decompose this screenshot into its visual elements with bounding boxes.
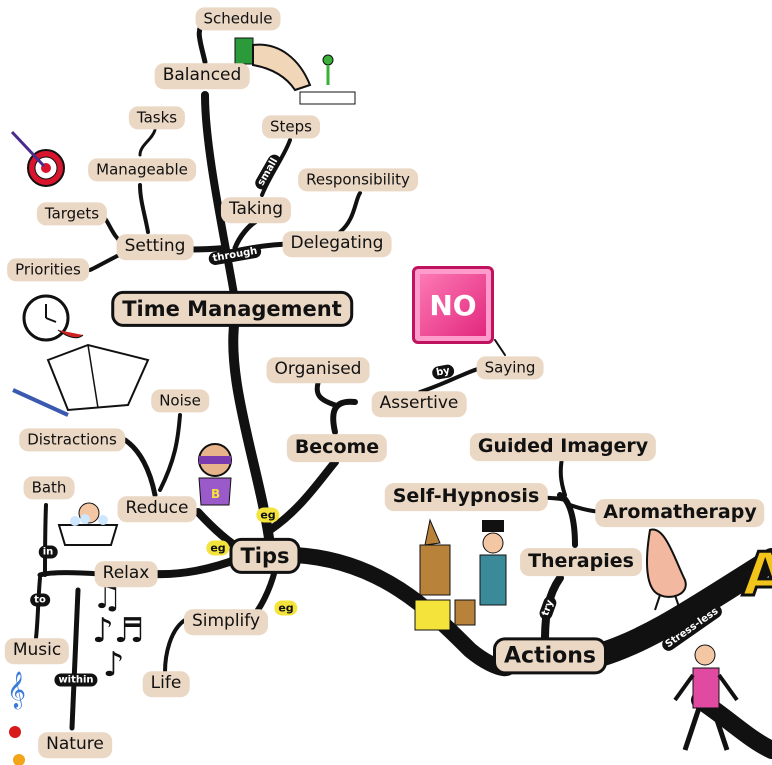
svg-text:B: B [211,487,220,501]
node-self-hypnosis: Self-Hypnosis [384,483,548,511]
node-simplify: Simplify [183,609,269,635]
node-schedule: Schedule [195,7,281,31]
branch-manageable-tasks [138,128,157,157]
connector-in: in [38,545,58,559]
bathtub-icon [57,502,119,546]
hand-pushing-icon [234,37,356,105]
exercising-person-icon [673,644,739,751]
node-actions: Actions [493,637,607,675]
clock-book-icon [12,294,150,417]
connector-within: within [54,673,98,687]
node-steps: Steps [262,115,320,139]
branch-become-organised [314,380,338,408]
target-dart-icon [10,130,65,187]
connector-eg-simplify: eg [274,600,298,616]
connector-eg-become: eg [256,507,280,523]
node-noise: Noise [151,389,209,413]
node-become: Become [286,434,388,462]
node-time-management: Time Management [111,290,353,328]
node-priorities: Priorities [7,258,89,282]
node-therapies: Therapies [520,548,642,576]
node-distractions: Distractions [19,428,125,452]
node-responsibility: Responsibility [298,168,418,192]
node-relax: Relax [94,561,158,587]
branch-guided [558,456,567,497]
node-nature: Nature [38,732,112,758]
branch-actions-right [588,548,772,667]
treble-clef-icon: 𝄞 [7,670,26,765]
no-sign-label: NO [429,288,477,322]
node-targets: Targets [36,202,108,226]
bat-character-icon: B [198,443,232,506]
node-delegating: Delegating [282,231,392,257]
svg-text:𝄞: 𝄞 [7,670,26,709]
therapist-figures-icon [414,518,507,631]
partial-letter-a: A [742,540,772,610]
node-organised: Organised [266,357,370,383]
branch-tips-relax [151,554,244,579]
node-manageable: Manageable [88,158,196,182]
node-tips: Tips [229,537,301,575]
music-notes-icon: ♫♪♬ ♪ [92,577,145,685]
branch-timemanagement-up [201,91,239,304]
node-tasks: Tasks [128,106,186,130]
node-life: Life [142,671,190,697]
branch-taking [232,219,258,251]
connector-to: to [30,593,50,607]
node-saying: Saying [476,356,544,380]
branch-simplify-life [163,618,187,674]
branch-delegating-responsibility [338,191,362,234]
node-music: Music [4,638,70,664]
branch-relax-main [37,570,103,578]
node-bath: Bath [23,476,75,500]
branch-saying-arrow [494,339,506,356]
branch-relax-music [34,576,42,640]
node-reduce: Reduce [117,496,197,522]
branch-reduce-distractions [122,437,158,498]
no-sign-button: NO [412,266,494,344]
nose-character-icon [646,528,687,611]
branch-setting-manageable [138,183,150,234]
node-aromatherapy: Aromatherapy [595,499,765,527]
branch-reduce-noise [158,413,182,492]
branch-tips-become [266,458,339,534]
node-setting: Setting [116,234,194,260]
branch-therapies-up [557,492,578,548]
branch-relax-nature [69,587,81,731]
node-taking: Taking [220,197,292,223]
connector-eg-relax: eg [206,540,230,556]
branch-relax-bath [43,503,48,577]
node-balanced: Balanced [154,63,250,89]
branch-become-up [330,398,358,435]
node-assertive: Assertive [371,391,467,417]
node-guided-imagery: Guided Imagery [469,433,657,461]
